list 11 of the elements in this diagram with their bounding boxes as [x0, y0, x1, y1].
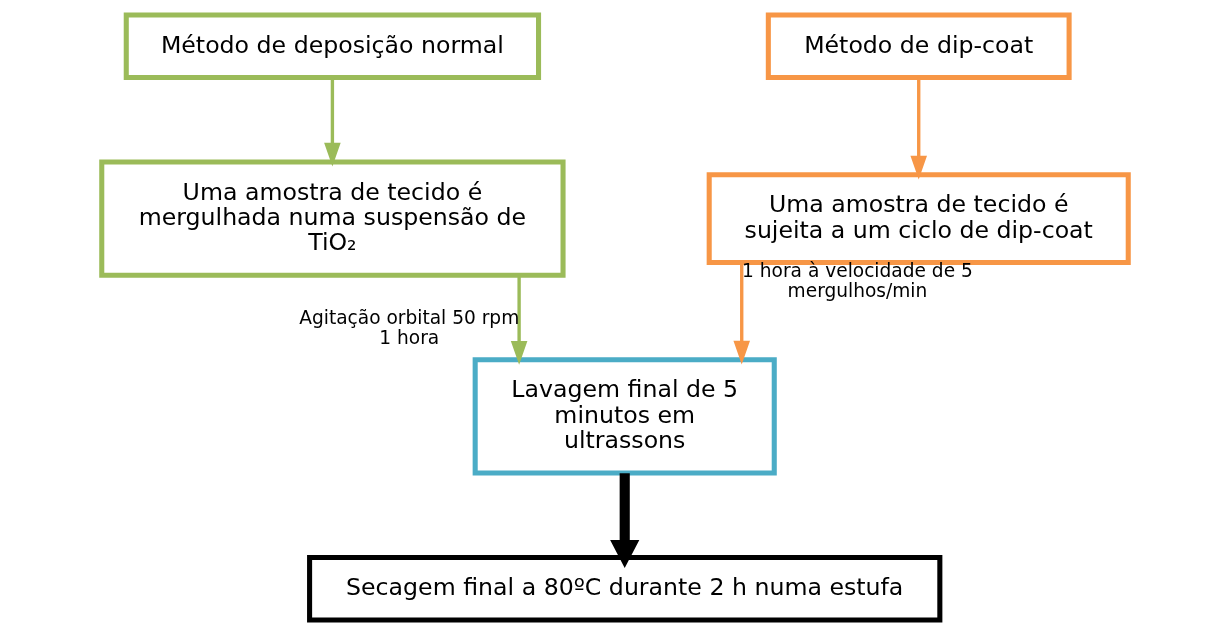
edge-label: Agitação orbital 50 rpm 1 hora [299, 306, 520, 349]
arrow [733, 263, 751, 365]
node-box: Uma amostra de tecido é mergulhada numa suspensão de TiO₂ [99, 159, 566, 278]
arrow [610, 473, 640, 568]
node-box: Secagem final a 80ºC durante 2 h numa estufa [307, 554, 943, 623]
node-box: Método de dip-coat [765, 12, 1072, 81]
arrow [324, 77, 341, 167]
arrow [910, 77, 927, 180]
arrow [510, 275, 528, 365]
node-box: Lavagem final de 5 minutos em ultrassons [472, 357, 777, 476]
node-box: Método de deposição normal [123, 12, 542, 81]
